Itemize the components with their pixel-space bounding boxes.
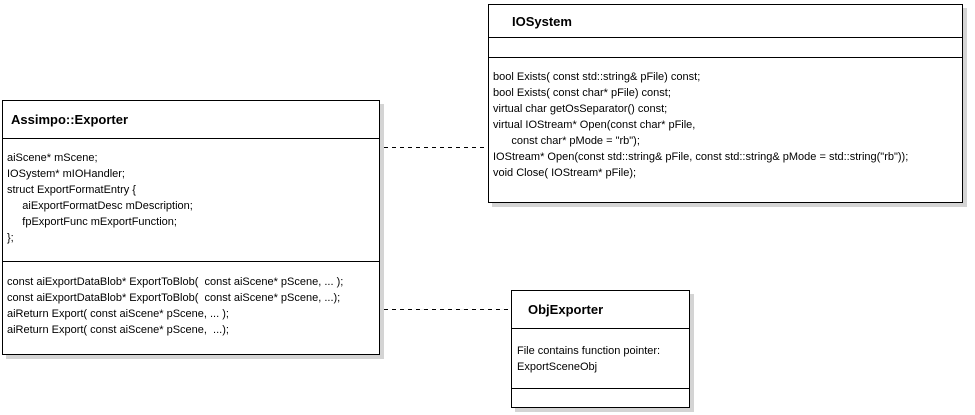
attribute-line: fpExportFunc mExportFunction; bbox=[7, 216, 177, 228]
method-line: bool Exists( const char* pFile) const; bbox=[493, 87, 671, 99]
method-line: aiReturn Export( const aiScene* pScene, … bbox=[7, 324, 229, 336]
class-node-iosystem: IOSystem bool Exists( const std::string&… bbox=[488, 4, 963, 203]
body-compartment-objexporter: File contains function pointer: ExportSc… bbox=[512, 329, 689, 389]
method-line: aiReturn Export( const aiScene* pScene, … bbox=[7, 308, 229, 320]
class-title-objexporter: ObjExporter bbox=[512, 291, 689, 329]
dependency-edge-exporter-objexporter bbox=[384, 309, 511, 310]
body-line: File contains function pointer: bbox=[517, 345, 661, 357]
class-node-objexporter: ObjExporter File contains function point… bbox=[511, 290, 690, 408]
dependency-edge-exporter-iosystem bbox=[384, 147, 488, 148]
attribute-line: aiScene* mScene; bbox=[7, 152, 98, 164]
attribute-line: struct ExportFormatEntry { bbox=[7, 184, 136, 196]
method-line: const char* pMode = "rb"); bbox=[493, 135, 640, 147]
methods-compartment-exporter: const aiExportDataBlob* ExportToBlob( co… bbox=[3, 262, 379, 354]
method-line: virtual char getOsSeparator() const; bbox=[493, 103, 668, 115]
class-title-exporter: Assimpo::Exporter bbox=[3, 101, 379, 139]
attributes-compartment-iosystem bbox=[489, 38, 962, 58]
body-line: ExportSceneObj bbox=[517, 361, 598, 373]
empty-compartment-objexporter bbox=[512, 389, 689, 407]
attribute-line: aiExportFormatDesc mDescription; bbox=[7, 200, 193, 212]
method-line: const aiExportDataBlob* ExportToBlob( co… bbox=[7, 276, 344, 288]
method-line: virtual IOStream* Open(const char* pFile… bbox=[493, 119, 696, 131]
attributes-compartment-exporter: aiScene* mScene; IOSystem* mIOHandler; s… bbox=[3, 139, 379, 262]
attribute-line: IOSystem* mIOHandler; bbox=[7, 168, 125, 180]
method-line: bool Exists( const std::string& pFile) c… bbox=[493, 71, 701, 83]
methods-compartment-iosystem: bool Exists( const std::string& pFile) c… bbox=[489, 58, 962, 202]
class-node-exporter: Assimpo::Exporter aiScene* mScene; IOSys… bbox=[2, 100, 380, 355]
method-line: void Close( IOStream* pFile); bbox=[493, 167, 637, 179]
attribute-line: }; bbox=[7, 232, 14, 244]
class-title-iosystem: IOSystem bbox=[489, 5, 962, 38]
method-line: const aiExportDataBlob* ExportToBlob( co… bbox=[7, 292, 341, 304]
method-line: IOStream* Open(const std::string& pFile,… bbox=[493, 151, 909, 163]
